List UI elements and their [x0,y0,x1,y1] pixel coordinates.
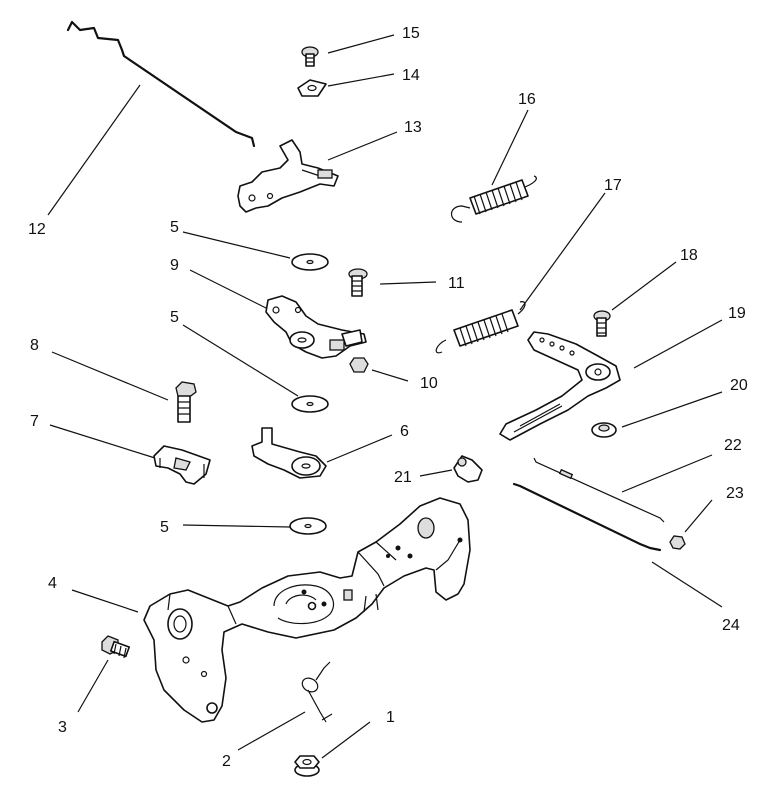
torsion-spring [301,661,333,723]
screw-small-top [301,46,319,67]
callout-5a: 5 [170,219,179,236]
flat-washer-1 [291,253,329,271]
throttle-lever [265,295,367,359]
leader-lines [47,34,723,759]
callout-13: 13 [404,119,422,136]
callout-20: 20 [730,377,748,394]
flat-washer-2 [291,395,329,413]
throttle-link-rod [512,482,662,552]
control-bracket-plate [143,497,471,723]
cable-clamp [153,445,211,485]
bolt-8 [175,381,197,423]
callout-12: 12 [28,221,46,238]
callout-17: 17 [604,177,622,194]
callout-14: 14 [402,67,420,84]
callout-5c: 5 [160,519,169,536]
callout-19: 19 [728,305,746,322]
callout-10: 10 [420,375,438,392]
callout-5b: 5 [170,309,179,326]
callout-24: 24 [722,617,740,634]
callout-21: 21 [394,469,412,486]
remote-control-lever [499,331,621,441]
callout-8: 8 [30,337,39,354]
flange-nut-20 [591,422,617,438]
callout-3: 3 [58,719,67,736]
extension-spring-upper [450,175,537,223]
callout-labels: 1 2 3 4 5 5 5 6 7 8 9 10 11 12 13 14 15 … [28,25,748,770]
callout-4: 4 [48,575,57,592]
callout-16: 16 [518,91,536,108]
callout-22: 22 [724,437,742,454]
flat-washer-3 [289,517,327,535]
governor-link-rod [66,20,256,148]
hex-nut-23 [669,535,686,550]
hex-nut-10 [349,357,369,373]
callout-7: 7 [30,413,39,430]
extension-spring-lower [435,301,526,354]
callout-9: 9 [170,257,179,274]
bolt-3 [101,635,131,659]
square-nut [297,79,327,97]
choke-link-wire [533,457,665,523]
cable-clip [453,455,483,483]
callout-15: 15 [402,25,420,42]
callout-1: 1 [386,709,395,726]
callout-6: 6 [400,423,409,440]
callout-2: 2 [222,753,231,770]
bolt-11 [348,268,368,297]
callout-11: 11 [448,275,465,292]
callout-18: 18 [680,247,698,264]
callout-23: 23 [726,485,744,502]
hex-nut-1 [294,755,320,777]
screw-18 [593,310,611,337]
control-lever-bracket [237,139,339,213]
governor-lever [251,427,327,479]
